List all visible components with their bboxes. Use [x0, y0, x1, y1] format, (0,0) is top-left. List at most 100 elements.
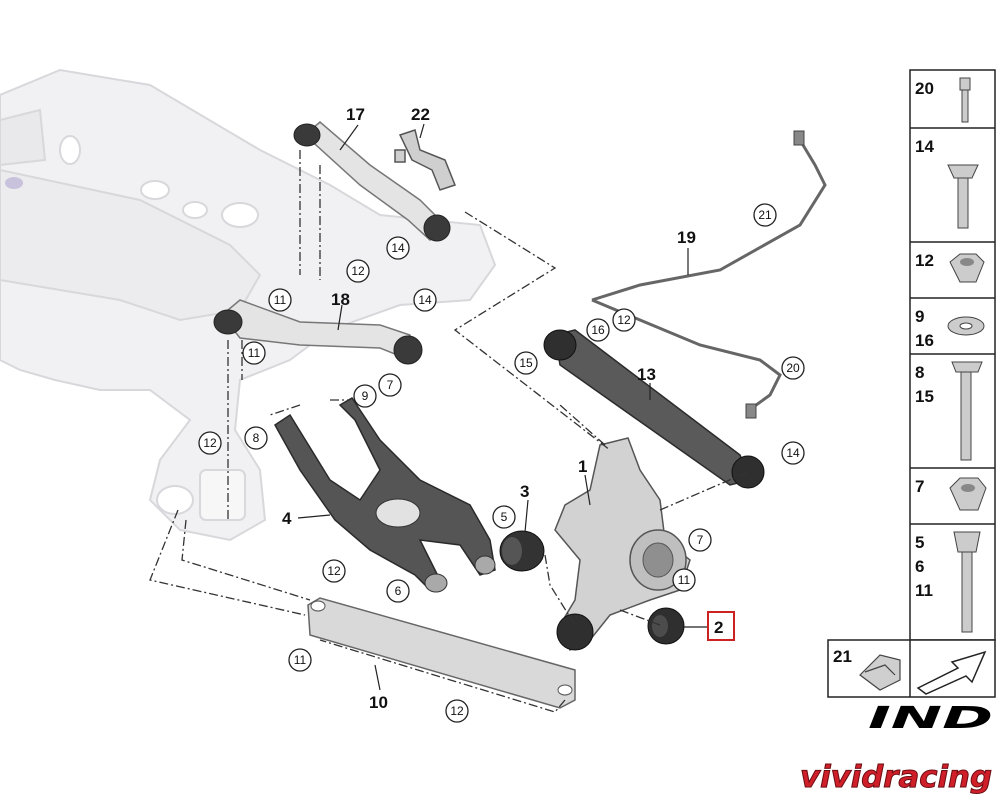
callout-label: 14: [391, 241, 405, 255]
legend-label: 7: [915, 477, 924, 496]
label-18: 18: [331, 290, 350, 309]
label-4: 4: [282, 509, 292, 528]
callout-label: 11: [294, 653, 307, 667]
callout-circle: [445, 699, 469, 723]
label-10: 10: [369, 693, 388, 712]
callout-circle: [322, 559, 346, 583]
callout-circle: [242, 341, 266, 365]
legend-item-7: 7: [915, 477, 987, 511]
legend-label: 14: [915, 137, 934, 156]
svg-text:IND: IND: [868, 701, 993, 736]
callout-label: 12: [203, 436, 217, 450]
upper-control-arm-17: [293, 121, 451, 242]
callout-label: 6: [395, 584, 402, 598]
callout-label: 21: [758, 208, 772, 222]
label-1: 1: [578, 457, 587, 476]
callout-label: 12: [351, 264, 365, 278]
callout-circle: [672, 568, 696, 592]
callout-12: 12: [346, 259, 370, 283]
control-arm-18: [213, 299, 423, 365]
callout-20: 20: [781, 356, 805, 380]
callout-14: 14: [413, 288, 437, 312]
callout-circle: [386, 579, 410, 603]
legend-label: 9: [915, 307, 924, 326]
callout-12: 12: [612, 308, 636, 332]
legend-item-12: 12: [915, 251, 985, 283]
label-19: 19: [677, 228, 696, 247]
bushing-3: [499, 530, 545, 572]
callout-7: 7: [688, 528, 712, 552]
clip-21-icon: [859, 654, 901, 691]
callout-11: 11: [242, 341, 266, 365]
callout-circle: [781, 356, 805, 380]
callout-circle: [268, 288, 292, 312]
callout-15: 15: [514, 351, 538, 375]
legend-item-5-6-11: 5 6 11: [915, 531, 981, 633]
callout-circle: [386, 236, 410, 260]
label-3: 3: [520, 482, 529, 501]
legend-item-8-15: 815: [915, 361, 983, 461]
svg-text:vividracing: vividracing: [800, 760, 992, 795]
callout-circle: [753, 203, 777, 227]
callout-16: 16: [586, 318, 610, 342]
callout-9: 9: [353, 384, 377, 408]
bare-labels: 17 22 19 18 13 1 3 4 10: [282, 105, 696, 712]
callout-label: 14: [786, 446, 800, 460]
label-13: 13: [637, 365, 656, 384]
legend-item-14: 14: [915, 137, 979, 229]
arrow-icon: [916, 650, 987, 695]
callout-12: 12: [445, 699, 469, 723]
legend-item-20: 20: [915, 77, 971, 123]
callout-label: 16: [591, 323, 605, 337]
callout-label: 5: [501, 510, 508, 524]
trailing-arm-13: [543, 329, 765, 489]
callout-5: 5: [492, 505, 516, 529]
callout-12: 12: [198, 431, 222, 455]
sensor-cable-19: [591, 130, 827, 419]
callout-11: 11: [672, 568, 696, 592]
callout-14: 14: [386, 236, 410, 260]
bushing-2: [647, 607, 685, 645]
callout-label: 20: [786, 361, 800, 375]
label-2: 2: [714, 618, 723, 637]
callout-circle: [198, 431, 222, 455]
lower-link-10: [307, 597, 576, 709]
wishbone-4: [274, 396, 496, 593]
callout-circle: [781, 441, 805, 465]
callout-circle: [353, 384, 377, 408]
label-22: 22: [411, 105, 430, 124]
highlighted-part-2: 2: [707, 611, 735, 641]
callout-label: 15: [519, 356, 533, 370]
callout-circle: [288, 648, 312, 672]
callout-circle: [612, 308, 636, 332]
legend-label: 6: [915, 557, 924, 576]
legend-label: 12: [915, 251, 934, 270]
legend-label: 15: [915, 387, 934, 406]
callout-circle: [688, 528, 712, 552]
callout-7: 7: [378, 373, 402, 397]
callout-21: 21: [753, 203, 777, 227]
hardware-legend: 20 14 12 916 815 7 5 6 11: [909, 69, 996, 641]
callout-circle: [378, 373, 402, 397]
legend-label: 5: [915, 533, 924, 552]
callout-label: 11: [274, 293, 287, 307]
callout-circle: [514, 351, 538, 375]
callout-circle: [346, 259, 370, 283]
bottom-legend: 21: [827, 639, 996, 698]
callout-11: 11: [268, 288, 292, 312]
legend-label: 11: [915, 581, 933, 600]
legend-item-9-16: 916: [915, 307, 985, 350]
callout-label: 9: [362, 389, 369, 403]
wheel-carrier-1: [554, 437, 691, 652]
callout-8: 8: [244, 426, 268, 450]
assembly-lines: [149, 150, 749, 713]
callout-label: 11: [678, 573, 691, 587]
callout-circle: [492, 505, 516, 529]
bottom-legend-label-21: 21: [833, 647, 852, 666]
callout-label: 8: [253, 431, 260, 445]
callout-14: 14: [781, 441, 805, 465]
callout-label: 12: [617, 313, 631, 327]
callout-circle: [244, 426, 268, 450]
